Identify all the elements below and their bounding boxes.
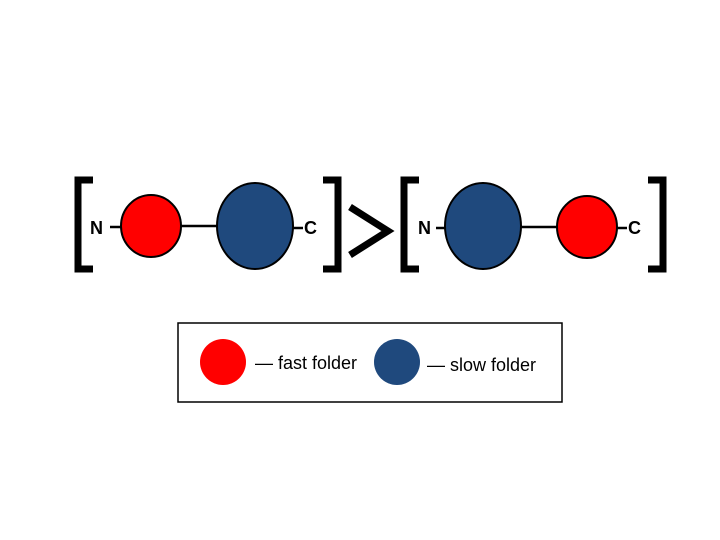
right-construct-open-bracket bbox=[400, 176, 419, 273]
left-construct: N C bbox=[74, 176, 342, 273]
left-construct-domain-2 bbox=[216, 182, 294, 270]
greater-than-symbol bbox=[348, 204, 395, 258]
right-construct-domain-2 bbox=[556, 195, 618, 259]
left-construct-c-terminus: C bbox=[304, 218, 317, 238]
greater-than-comparator: > bbox=[348, 204, 395, 258]
legend-box bbox=[177, 322, 563, 403]
right-construct-c-terminus: C bbox=[628, 218, 641, 238]
right-construct: N C bbox=[400, 176, 667, 273]
right-construct-n-terminus: N bbox=[418, 218, 431, 238]
legend-slow-label: — slow folder bbox=[427, 355, 536, 375]
left-construct-open-bracket bbox=[74, 176, 93, 273]
left-construct-domain-1 bbox=[120, 194, 182, 258]
legend: — fast folder — slow folder bbox=[177, 322, 563, 403]
left-construct-n-terminus: N bbox=[90, 218, 103, 238]
right-construct-domain-1 bbox=[444, 182, 522, 270]
legend-fast-label: — fast folder bbox=[255, 353, 357, 373]
legend-fast-swatch bbox=[200, 339, 246, 385]
left-construct-close-bracket bbox=[323, 176, 342, 273]
right-construct-close-bracket bbox=[648, 176, 667, 273]
legend-slow-swatch bbox=[374, 339, 420, 385]
